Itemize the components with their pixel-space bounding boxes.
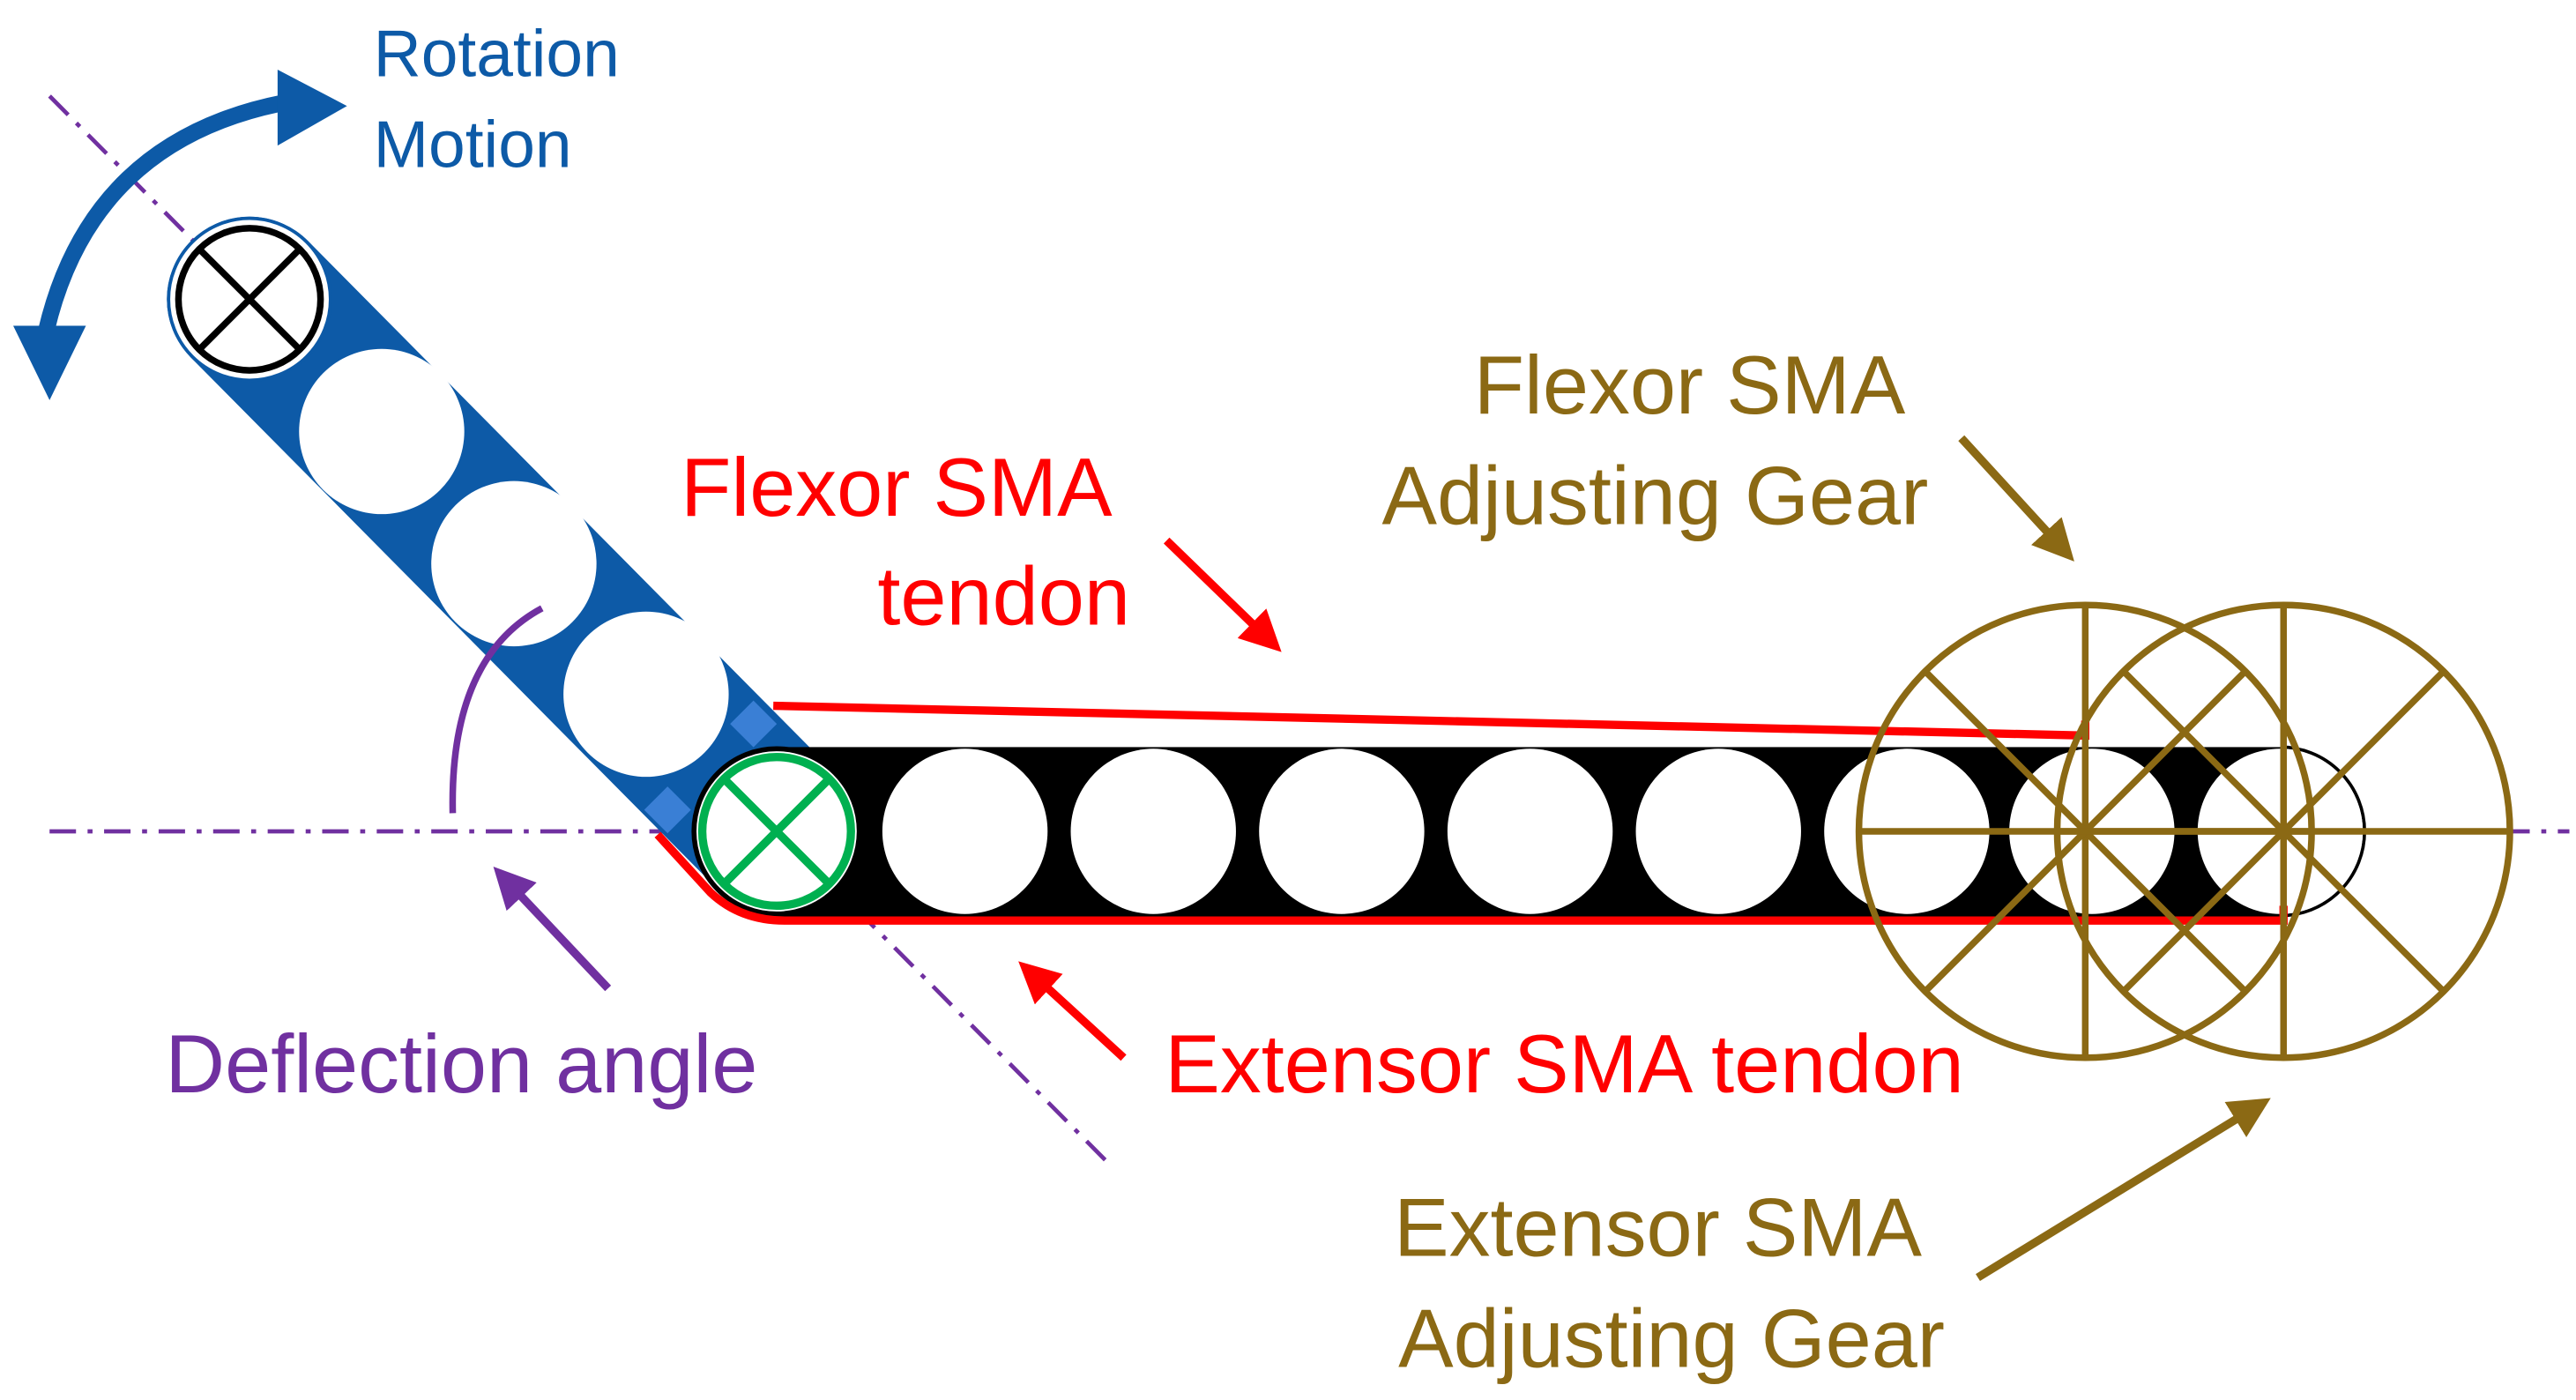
extensor-tendon-label: Extensor SMA tendon [1165,1017,1963,1110]
joint-rotation-axis [691,746,862,917]
fixed-finger-link [776,745,2366,918]
deflection-angle-arc [449,605,544,814]
deflection-angle-label: Deflection angle [165,1017,757,1110]
flexor-gear-pointer-arrow [1958,435,2074,562]
deflection-pointer-arrow [493,867,612,992]
extensor-tendon-pointer-arrow [1018,961,1127,1061]
flexor-tendon-label: Flexor SMA tendon [681,441,1135,643]
extensor-adjusting-gear [2053,601,2513,1061]
rotating-finger-link [167,216,860,914]
flexor-gear-label: Flexor SMA Adjusting Gear [1381,339,1928,542]
flexor-tendon-pointer-arrow [1163,537,1282,652]
diagonal-axis-line [48,94,1113,1167]
rotation-motion-arrow [12,69,347,400]
extensor-tendon-line [654,831,2288,925]
rotation-motion-label: Rotation Motion [374,16,638,181]
extensor-gear-pointer-arrow [1976,1098,2271,1282]
extensor-gear-label: Extensor SMA Adjusting Gear [1394,1181,1945,1385]
